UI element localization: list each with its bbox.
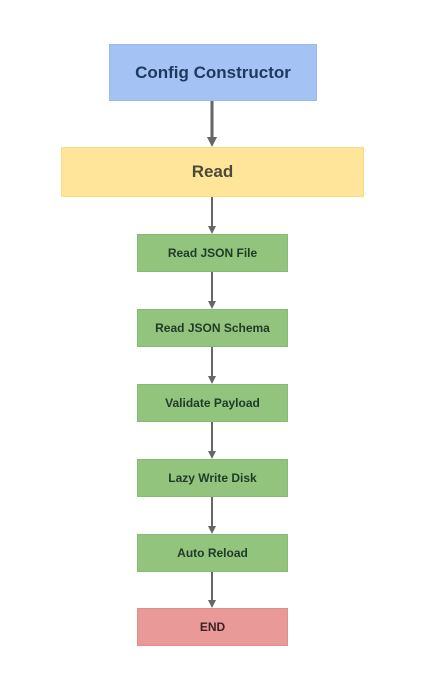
node-end: END <box>137 608 288 646</box>
node-validate-payload: Validate Payload <box>137 384 288 422</box>
node-config-constructor: Config Constructor <box>109 44 317 101</box>
node-auto-reload: Auto Reload <box>137 534 288 572</box>
node-read: Read <box>61 147 364 197</box>
node-read-json-schema: Read JSON Schema <box>137 309 288 347</box>
node-lazy-write-disk: Lazy Write Disk <box>137 459 288 497</box>
node-read-json-file: Read JSON File <box>137 234 288 272</box>
